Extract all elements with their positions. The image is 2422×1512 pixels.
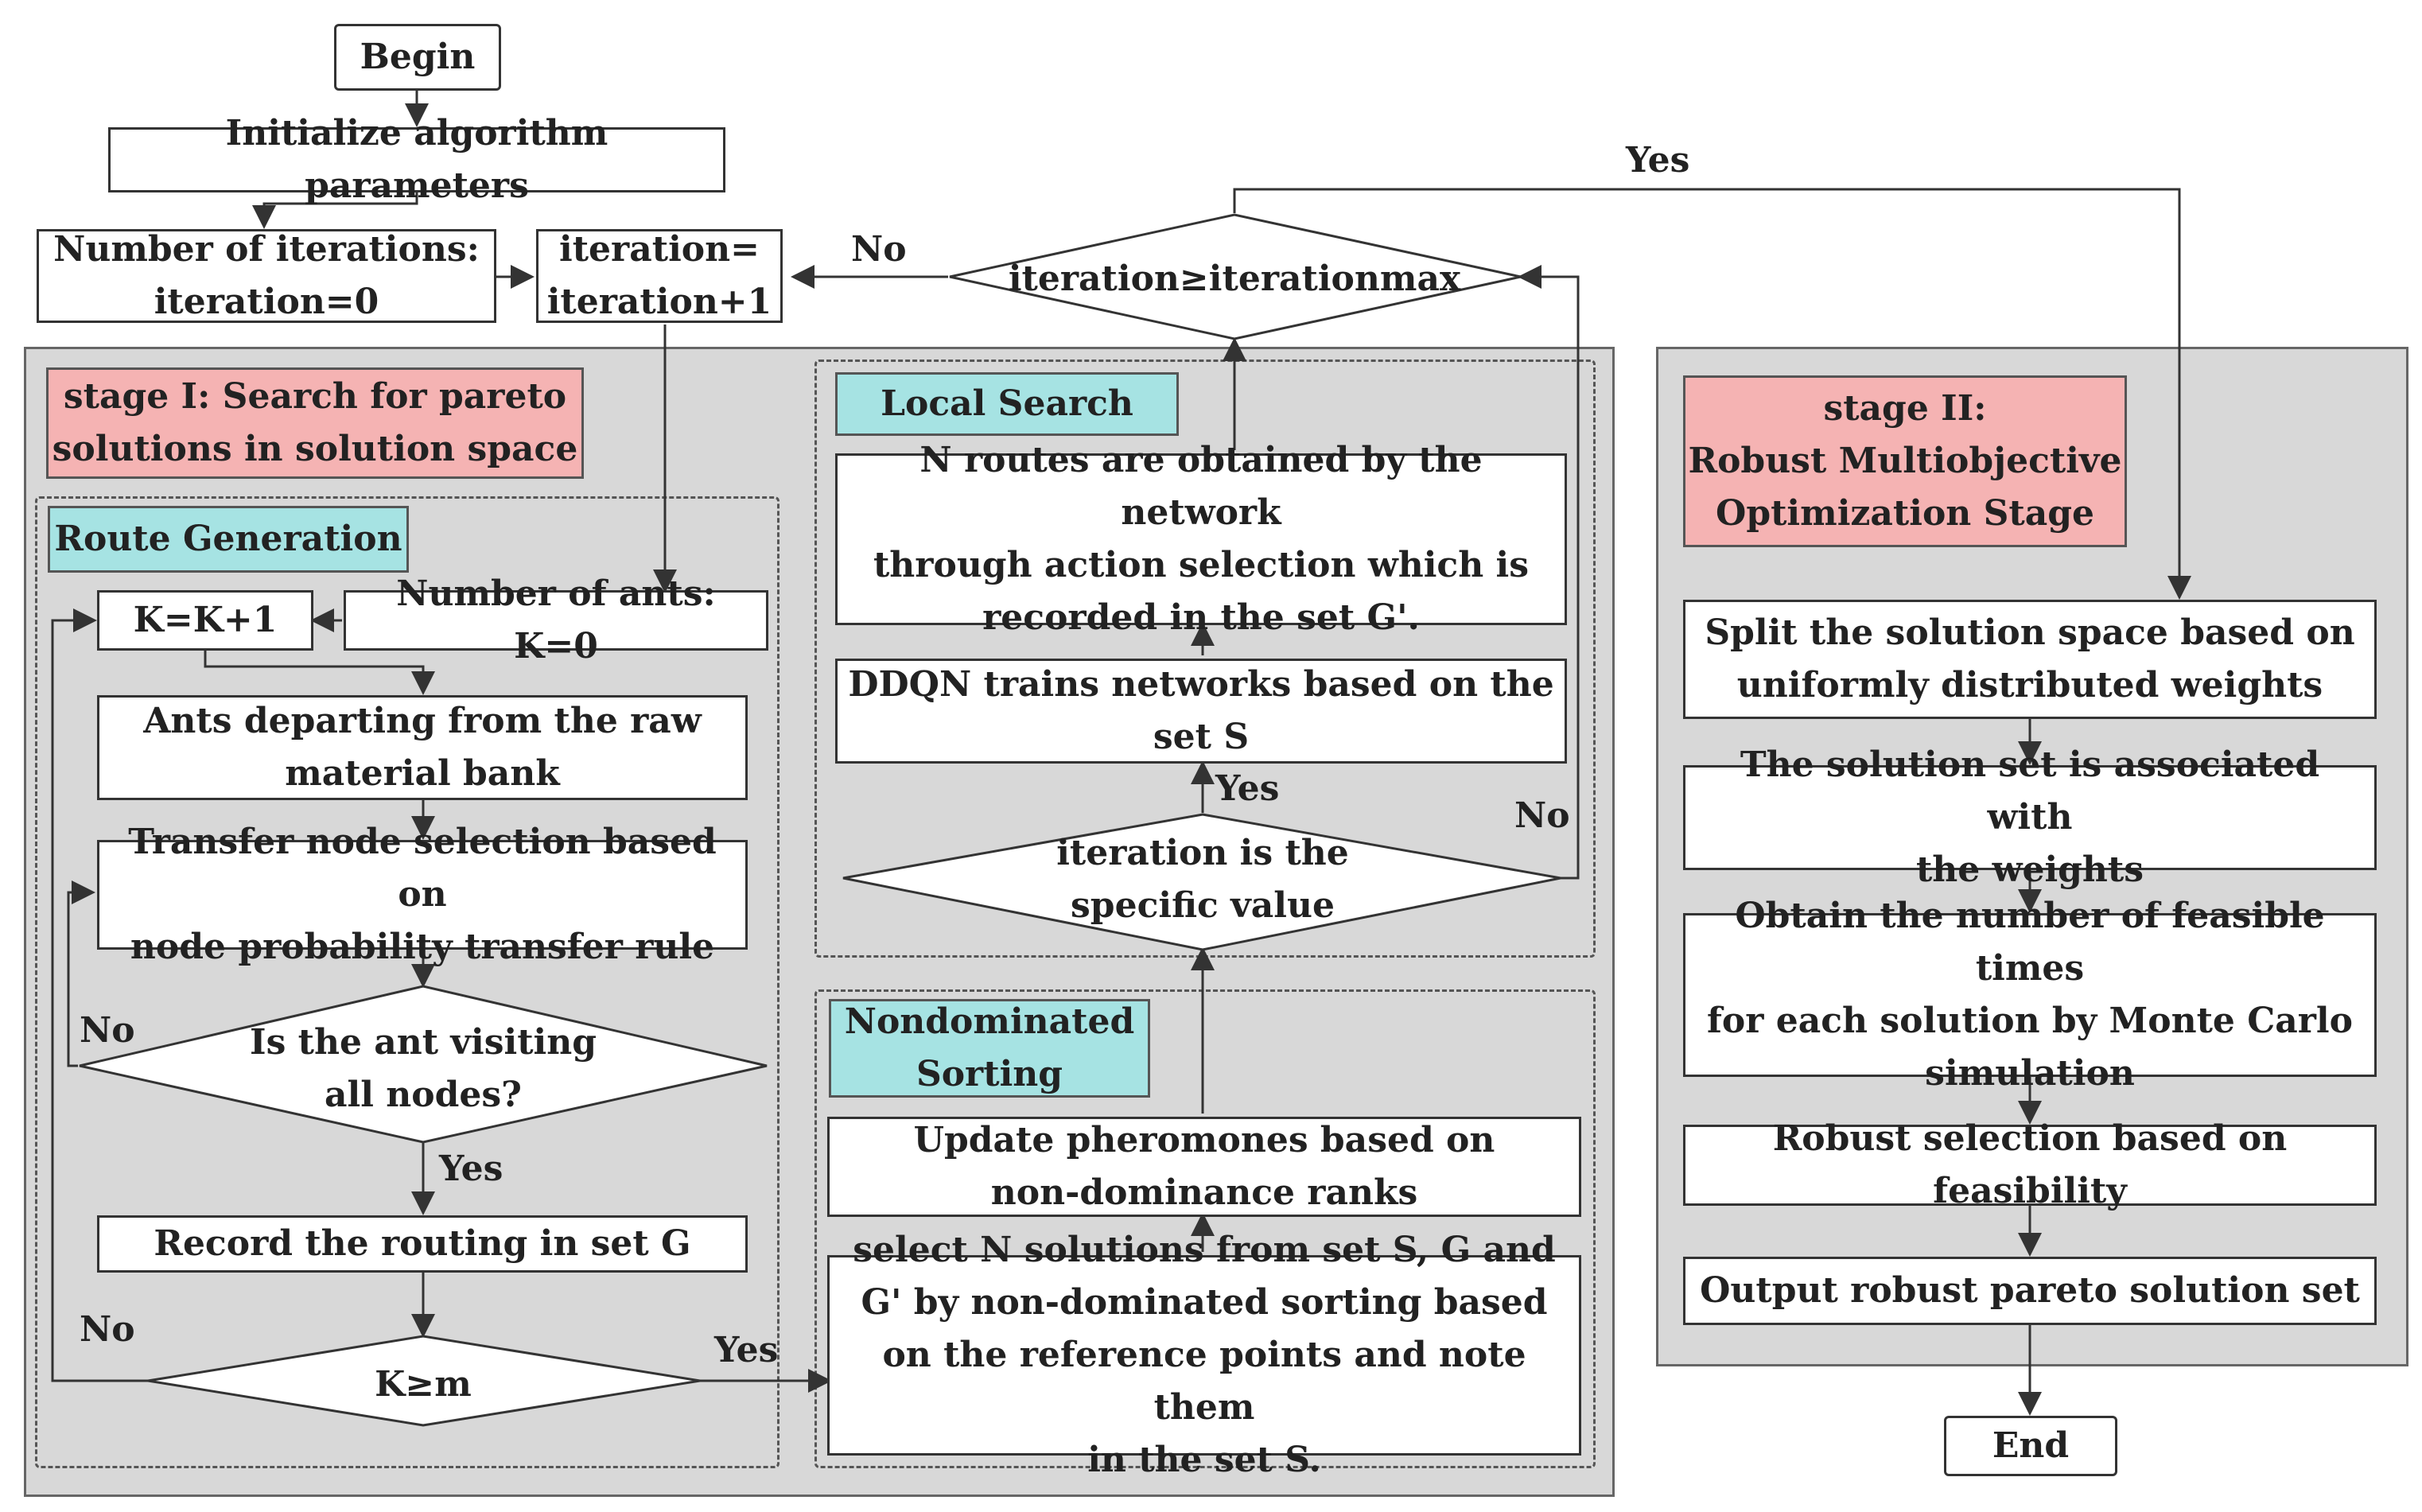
begin-node: Begin	[334, 24, 501, 91]
feasible-line3: simulation	[1925, 1053, 2135, 1094]
stage1-label-line1: stage I: Search for pareto	[63, 376, 567, 417]
num-ants-text: Number of ants: K=0	[396, 573, 716, 667]
yes-specific-label: Yes	[1215, 768, 1280, 809]
route-generation-section	[35, 496, 779, 1468]
feasible-line1: Obtain the number of feasible times	[1735, 896, 2325, 989]
assoc-line1: The solution set is associated with	[1740, 744, 2320, 838]
visiting-all-nodes-diamond	[79, 985, 768, 1144]
select-line4: in the set S.	[1087, 1440, 1321, 1480]
end-node: End	[1944, 1416, 2117, 1476]
begin-text: Begin	[360, 37, 476, 77]
specific-line2: specific value	[1071, 885, 1335, 926]
record-routing-node: Record the routing in set G	[97, 1215, 748, 1273]
k-increment-node: K=K+1	[97, 590, 313, 651]
visiting-all-nodes-text: Is the ant visiting all nodes?	[239, 1016, 608, 1121]
visiting-line1: Is the ant visiting	[249, 1022, 597, 1063]
update-line1: Update pheromones based on	[913, 1120, 1495, 1160]
monte-carlo-node: Obtain the number of feasible times for …	[1683, 896, 2377, 1094]
stage2-label-line3: Optimization Stage	[1716, 493, 2094, 534]
nondominated-title-line1: Nondominated	[844, 1001, 1135, 1042]
split-line2: uniformly distributed weights	[1736, 665, 2323, 705]
update-line2: non-dominance ranks	[990, 1172, 1418, 1213]
num-iterations-line1: Number of iterations:	[53, 229, 480, 270]
robust-selection-node: Robust selection based on feasibility	[1683, 1118, 2377, 1211]
assoc-line2: the weights	[1915, 849, 2144, 890]
iteration-increment-node: iteration= iteration+1	[536, 229, 783, 323]
transfer-line2: node probability transfer rule	[130, 927, 715, 967]
route-generation-label: Route Generation	[48, 506, 409, 573]
transfer-node-selection-node: Transfer node selection based on node pr…	[97, 822, 748, 967]
init-params-text: Initialize algorithm parameters	[225, 113, 608, 206]
output-pareto-node: Output robust pareto solution set	[1683, 1257, 2377, 1325]
k-increment-text: K=K+1	[133, 600, 278, 640]
ddqn-node: DDQN trains networks based on the set S	[835, 659, 1567, 764]
split-line1: Split the solution space based on	[1705, 612, 2355, 653]
nondominated-sorting-label: Nondominated Sorting	[829, 999, 1150, 1098]
iteration-max-diamond	[949, 213, 1522, 340]
init-params-node: Initialize algorithm parameters	[108, 113, 725, 206]
robust-selection-text: Robust selection based on feasibility	[1772, 1118, 2288, 1211]
iteration-max-text: iteration≥iterationmax	[986, 253, 1483, 305]
select-solutions-node: select N solutions from set S, G and G' …	[827, 1230, 1581, 1480]
record-routing-text: Record the routing in set G	[154, 1223, 691, 1264]
no-specific-label: No	[1514, 795, 1570, 836]
feasible-line2: for each solution by Monte Carlo	[1706, 1001, 2353, 1041]
k-ge-m-label: K≥m	[375, 1364, 472, 1405]
yes-visit-label: Yes	[439, 1149, 503, 1189]
stage2-label-line1: stage II:	[1823, 388, 1987, 429]
ddqn-line1: DDQN trains networks based on the	[848, 664, 1554, 705]
end-text: End	[1992, 1425, 2070, 1466]
local-search-label: Local Search	[835, 372, 1179, 436]
visiting-line2: all nodes?	[325, 1075, 522, 1115]
n-routes-line2: through action selection which is	[873, 545, 1530, 585]
stage1-label: stage I: Search for pareto solutions in …	[46, 367, 584, 479]
update-pheromones-node: Update pheromones based on non-dominance…	[827, 1117, 1581, 1217]
n-routes-line3: recorded in the set G'.	[982, 597, 1420, 638]
yes-top-label: Yes	[1626, 140, 1690, 181]
specific-value-text: iteration is the specific value	[1018, 827, 1387, 932]
nondominated-sorting-section	[814, 989, 1596, 1468]
output-pareto-text: Output robust pareto solution set	[1700, 1270, 2360, 1311]
num-iterations-node: Number of iterations: iteration=0	[37, 229, 496, 323]
num-iterations-line2: iteration=0	[154, 282, 379, 322]
no-visit-label: No	[80, 1010, 135, 1051]
select-line3: on the reference points and note them	[882, 1335, 1526, 1428]
iteration-increment-line1: iteration=	[559, 229, 760, 270]
specific-value-diamond	[842, 813, 1561, 951]
select-line2: G' by non-dominated sorting based	[861, 1282, 1548, 1323]
ants-departing-line2: material bank	[285, 753, 560, 794]
k-ge-m-text: K≥m	[344, 1358, 503, 1411]
stage2-label-line2: Robust Multiobjective	[1688, 441, 2122, 481]
k-ge-m-diamond	[147, 1335, 701, 1427]
local-search-title: Local Search	[881, 383, 1133, 424]
associate-weights-node: The solution set is associated with the …	[1683, 744, 2377, 890]
n-routes-node: N routes are obtained by the network thr…	[835, 440, 1567, 638]
stage2-label: stage II: Robust Multiobjective Optimiza…	[1683, 375, 2127, 547]
split-solution-space-node: Split the solution space based on unifor…	[1683, 600, 2377, 719]
select-line1: select N solutions from set S, G and	[853, 1230, 1556, 1270]
iteration-increment-line2: iteration+1	[546, 282, 772, 322]
yes-k-label: Yes	[714, 1330, 779, 1370]
n-routes-line1: N routes are obtained by the network	[919, 440, 1483, 533]
ants-departing-line1: Ants departing from the raw	[143, 701, 702, 741]
ants-departing-node: Ants departing from the raw material ban…	[97, 695, 748, 800]
iteration-max-label: iteration≥iterationmax	[1008, 258, 1461, 299]
no-iteration-label: No	[851, 229, 907, 270]
ddqn-line2: set S	[1153, 717, 1250, 757]
transfer-line1: Transfer node selection based on	[128, 822, 717, 915]
nondominated-title-line2: Sorting	[916, 1054, 1063, 1094]
num-ants-node: Number of ants: K=0	[344, 573, 768, 667]
stage1-label-line2: solutions in solution space	[52, 429, 578, 469]
specific-line1: iteration is the	[1056, 833, 1349, 873]
no-k-label: No	[80, 1309, 135, 1350]
route-generation-title: Route Generation	[54, 519, 402, 559]
